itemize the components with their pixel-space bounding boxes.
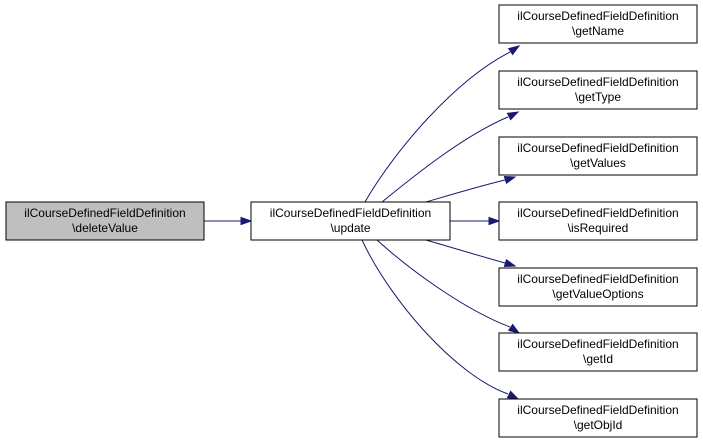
edges — [204, 45, 521, 400]
node-source-line1: ilCourseDefinedFieldDefinition — [24, 206, 185, 220]
node-target-line1: ilCourseDefinedFieldDefinition — [517, 75, 678, 89]
node-source-line2: \deleteValue — [72, 221, 138, 235]
node-target-box — [498, 332, 698, 372]
node-target-box — [498, 267, 698, 307]
node-target-line2: \getType — [575, 90, 621, 104]
edge-update-to-getvalueoptions — [425, 239, 506, 264]
node-target-getid[interactable]: ilCourseDefinedFieldDefinition \getId — [498, 332, 698, 372]
node-target-line1: ilCourseDefinedFieldDefinition — [517, 141, 678, 155]
node-target-line2: \isRequired — [568, 221, 629, 235]
edge-update-to-getobjid-arrowhead — [506, 390, 520, 400]
edge-update-to-getid — [376, 239, 511, 328]
node-target-line1: ilCourseDefinedFieldDefinition — [517, 272, 678, 286]
node-middle-line2: \update — [330, 221, 370, 235]
edge-update-to-getvalues — [425, 179, 506, 203]
edge-update-to-getobjid — [361, 239, 509, 395]
node-target-line1: ilCourseDefinedFieldDefinition — [517, 337, 678, 351]
edge-update-to-isrequired-arrowhead — [488, 216, 501, 226]
node-target-line1: ilCourseDefinedFieldDefinition — [517, 206, 678, 220]
node-source-box — [5, 201, 205, 241]
edge-update-to-gettype — [381, 116, 509, 203]
node-target-line1: ilCourseDefinedFieldDefinition — [517, 9, 678, 23]
node-target-getname[interactable]: ilCourseDefinedFieldDefinition \getName — [498, 4, 698, 44]
node-middle-line1: ilCourseDefinedFieldDefinition — [270, 206, 431, 220]
node-target-box — [498, 136, 698, 176]
node-target-getvalues[interactable]: ilCourseDefinedFieldDefinition \getValue… — [498, 136, 698, 176]
node-target-box — [498, 70, 698, 110]
node-target-line2: \getId — [583, 352, 613, 366]
node-target-line2: \getValues — [570, 156, 626, 170]
node-target-line1: ilCourseDefinedFieldDefinition — [517, 403, 678, 417]
edge-update-to-getvalues-arrowhead — [503, 175, 517, 185]
node-target-isrequired[interactable]: ilCourseDefinedFieldDefinition \isRequir… — [498, 201, 698, 241]
node-target-line2: \getValueOptions — [552, 287, 643, 301]
node-target-line2: \getName — [572, 24, 624, 38]
edge-deletevalue-to-update-arrowhead — [240, 216, 253, 226]
node-target-box — [498, 4, 698, 44]
node-target-line2: \getObjId — [574, 418, 623, 432]
edge-update-to-getname — [364, 51, 511, 203]
node-target-box — [498, 201, 698, 241]
node-source-deletevalue[interactable]: ilCourseDefinedFieldDefinition \deleteVa… — [5, 201, 205, 241]
edge-update-to-getname-arrowhead — [507, 45, 521, 56]
node-middle-box — [250, 201, 451, 241]
node-target-getobjid[interactable]: ilCourseDefinedFieldDefinition \getObjId — [498, 398, 698, 438]
edge-update-to-getid-arrowhead — [507, 323, 521, 334]
edge-update-to-gettype-arrowhead — [506, 111, 520, 121]
edge-update-to-getvalueoptions-arrowhead — [503, 258, 517, 268]
node-target-gettype[interactable]: ilCourseDefinedFieldDefinition \getType — [498, 70, 698, 110]
node-middle-update[interactable]: ilCourseDefinedFieldDefinition \update — [250, 201, 451, 241]
node-target-box — [498, 398, 698, 438]
node-target-getvalueoptions[interactable]: ilCourseDefinedFieldDefinition \getValue… — [498, 267, 698, 307]
